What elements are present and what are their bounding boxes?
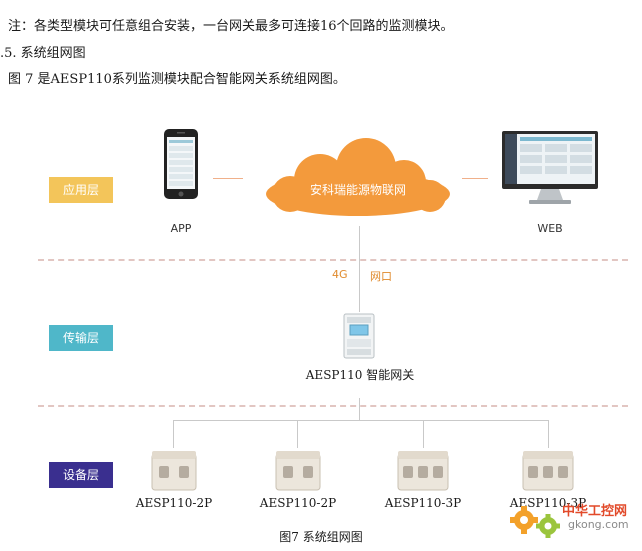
module-device-icon (397, 450, 449, 492)
figure-intro-text: 图 7 是AESP110系列监测模块配合智能网关系统组网图。 (8, 72, 346, 87)
cloud-icon (262, 138, 454, 218)
app-cloud-connector (213, 178, 243, 179)
device-bus-line (173, 420, 549, 421)
application-layer-badge: 应用层 (49, 177, 113, 203)
module-label: AESP110-2P (259, 496, 337, 510)
gateway-label: AESP110 智能网关 (305, 368, 415, 382)
watermark-logo: 中华工控网 gkong.com (506, 496, 636, 548)
note-text: 注：各类型模块可任意组合安装，一台网关最多可连接16个回路的监测模块。 (8, 19, 454, 34)
bus-drop-1 (173, 420, 174, 448)
bus-drop-3 (423, 420, 424, 448)
desktop-monitor-icon (501, 130, 599, 206)
watermark-brand: 中华工控网 (562, 504, 628, 519)
transport-layer-badge: 传输层 (49, 325, 113, 351)
cloud-label: 安科瑞能源物联网 (309, 183, 406, 197)
module-device-icon (522, 450, 574, 492)
bus-drop-2 (297, 420, 298, 448)
module-label: AESP110-3P (384, 496, 462, 510)
gateway-device-icon (343, 313, 375, 359)
layer-divider-bottom (38, 405, 628, 407)
layer-divider-top (38, 259, 628, 261)
bus-drop-4 (548, 420, 549, 448)
watermark-url: gkong.com (568, 518, 629, 531)
app-label: APP (170, 222, 192, 235)
web-label: WEB (537, 222, 563, 235)
module-device-icon (151, 450, 197, 492)
module-device-icon (275, 450, 321, 492)
gateway-bus-connector (359, 398, 360, 420)
smartphone-icon (163, 128, 199, 200)
device-layer-badge: 设备层 (49, 462, 113, 488)
protocol-4g-label: 4G (332, 268, 348, 281)
protocol-ethernet-label: 网口 (370, 270, 392, 283)
cloud-gateway-connector (359, 226, 360, 312)
figure-caption: 图7 系统组网图 (279, 530, 363, 544)
section-heading: .5. 系统组网图 (0, 46, 86, 61)
module-label: AESP110-2P (135, 496, 213, 510)
module-label: AESP110-3P (509, 496, 587, 510)
cloud-web-connector (462, 178, 488, 179)
